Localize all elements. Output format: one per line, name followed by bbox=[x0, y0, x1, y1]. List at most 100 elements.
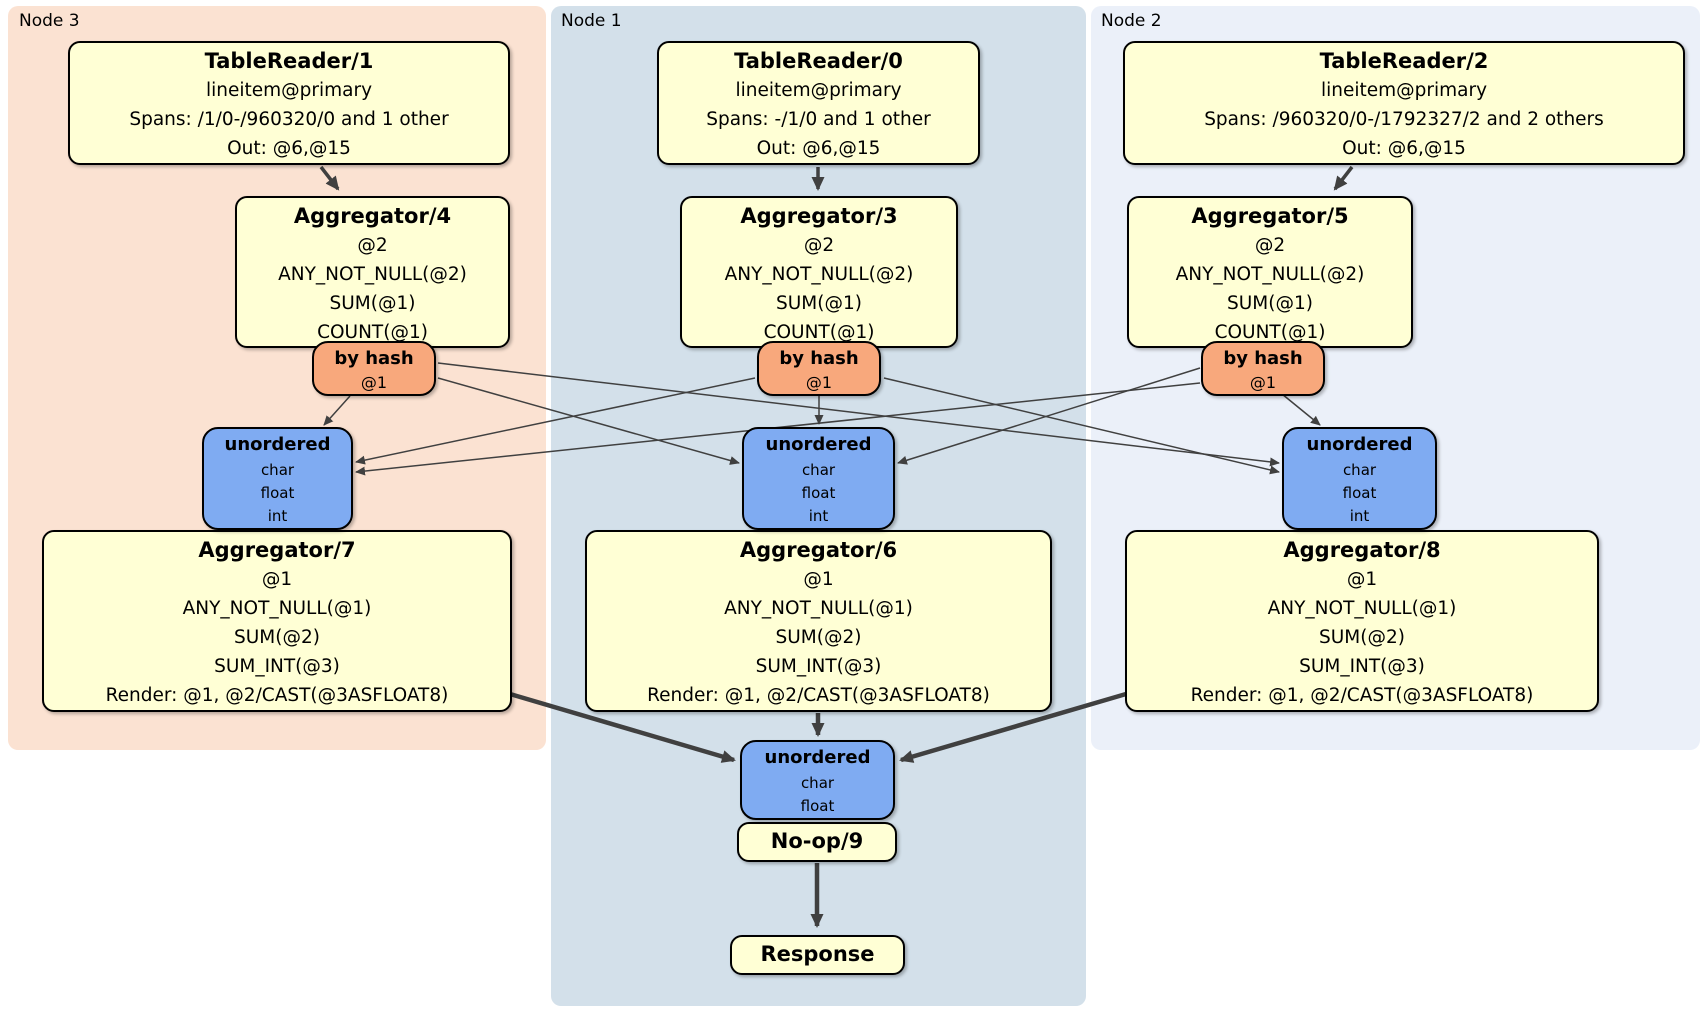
aggregator5-fn1: ANY_NOT_NULL(@2) bbox=[1175, 264, 1365, 285]
aggregator8-group: @1 bbox=[1346, 569, 1378, 590]
unordered-node1-title: unordered bbox=[765, 434, 872, 455]
byhash-router-node3: by hash @1 bbox=[312, 341, 436, 396]
unordered-final-type1: char bbox=[800, 774, 835, 792]
aggregator6-group: @1 bbox=[803, 569, 834, 590]
unordered-node1-type3: int bbox=[808, 507, 829, 525]
tablereader2-title: TableReader/2 bbox=[1319, 49, 1489, 73]
unordered-sync-node1: unordered char float int bbox=[742, 427, 895, 530]
aggregator4-box: Aggregator/4 @2 ANY_NOT_NULL(@2) SUM(@1)… bbox=[235, 196, 510, 348]
tablereader1-spans: Spans: /1/0-/960320/0 and 1 other bbox=[129, 109, 449, 130]
tablereader2-spans: Spans: /960320/0-/1792327/2 and 2 others bbox=[1204, 109, 1604, 130]
aggregator3-title: Aggregator/3 bbox=[740, 204, 898, 228]
unordered-node3-title: unordered bbox=[224, 434, 331, 455]
edge-byhash-node2-unordered-node2 bbox=[1281, 393, 1321, 426]
aggregator7-group: @1 bbox=[261, 569, 293, 590]
aggregator6-fn2: SUM(@2) bbox=[775, 627, 862, 648]
byhash-node3-key: @1 bbox=[360, 373, 388, 392]
edge-byhash-node1-unordered-node2 bbox=[883, 377, 1280, 475]
tablereader1-box: TableReader/1 lineitem@primary Spans: /1… bbox=[68, 41, 510, 165]
aggregator4-fn3: COUNT(@1) bbox=[317, 322, 428, 343]
unordered-final-type2: float bbox=[800, 797, 835, 815]
unordered-node1-type2: float bbox=[801, 484, 836, 502]
unordered-node2-title: unordered bbox=[1306, 434, 1413, 455]
noop-box: No-op/9 bbox=[737, 822, 897, 862]
tablereader1-out: Out: @6,@15 bbox=[227, 138, 351, 159]
edge-tablereader1-aggregator4 bbox=[319, 165, 340, 191]
aggregator8-fn3: SUM_INT(@3) bbox=[1299, 656, 1425, 677]
edge-tablereader2-aggregator5 bbox=[1333, 165, 1354, 191]
byhash-node1-title: by hash bbox=[779, 348, 859, 369]
aggregator6-title: Aggregator/6 bbox=[739, 538, 898, 562]
unordered-node3-type3: int bbox=[267, 507, 288, 525]
aggregator4-fn1: ANY_NOT_NULL(@2) bbox=[278, 264, 467, 285]
edge-aggregator8-final-unordered bbox=[899, 691, 1127, 763]
tablereader0-out: Out: @6,@15 bbox=[756, 138, 881, 159]
aggregator8-render: Render: @1, @2/CAST(@3ASFLOAT8) bbox=[1190, 685, 1534, 706]
aggregator6-box: Aggregator/6 @1 ANY_NOT_NULL(@1) SUM(@2)… bbox=[585, 530, 1052, 712]
unordered-final-title: unordered bbox=[764, 747, 871, 768]
byhash-node1-key: @1 bbox=[805, 373, 833, 392]
aggregator5-group: @2 bbox=[1254, 235, 1286, 256]
unordered-node1-type1: char bbox=[801, 461, 836, 479]
byhash-node2-key: @1 bbox=[1249, 373, 1277, 392]
aggregator8-fn1: ANY_NOT_NULL(@1) bbox=[1267, 598, 1457, 619]
aggregator5-fn3: COUNT(@1) bbox=[1214, 322, 1326, 343]
tablereader0-index: lineitem@primary bbox=[735, 80, 902, 101]
tablereader1-index: lineitem@primary bbox=[205, 80, 373, 101]
aggregator8-fn2: SUM(@2) bbox=[1319, 627, 1405, 648]
aggregator4-group: @2 bbox=[357, 235, 388, 256]
tablereader0-spans: Spans: -/1/0 and 1 other bbox=[706, 109, 931, 130]
tablereader0-box: TableReader/0 lineitem@primary Spans: -/… bbox=[657, 41, 980, 165]
aggregator3-fn1: ANY_NOT_NULL(@2) bbox=[724, 264, 914, 285]
unordered-sync-node2: unordered char float int bbox=[1282, 427, 1437, 530]
tablereader0-title: TableReader/0 bbox=[734, 49, 903, 73]
tablereader1-title: TableReader/1 bbox=[204, 49, 374, 73]
aggregator7-fn3: SUM_INT(@3) bbox=[214, 656, 340, 677]
aggregator6-fn1: ANY_NOT_NULL(@1) bbox=[724, 598, 913, 619]
edge-byhash-node2-unordered-node1 bbox=[897, 367, 1201, 465]
aggregator5-box: Aggregator/5 @2 ANY_NOT_NULL(@2) SUM(@1)… bbox=[1127, 196, 1413, 348]
aggregator5-fn2: SUM(@1) bbox=[1227, 293, 1313, 314]
unordered-node3-type2: float bbox=[260, 484, 295, 502]
aggregator7-box: Aggregator/7 @1 ANY_NOT_NULL(@1) SUM(@2)… bbox=[42, 530, 512, 712]
response-box: Response bbox=[730, 935, 905, 975]
unordered-node2-type1: char bbox=[1342, 461, 1377, 479]
unordered-node2-type2: float bbox=[1342, 484, 1377, 502]
edge-byhash-node1-unordered-node3 bbox=[355, 377, 756, 465]
response-title: Response bbox=[760, 942, 875, 966]
edge-byhash-node3-unordered-node3 bbox=[323, 395, 351, 426]
edge-aggregator7-final-unordered bbox=[509, 691, 736, 763]
aggregator7-fn1: ANY_NOT_NULL(@1) bbox=[182, 598, 372, 619]
aggregator8-title: Aggregator/8 bbox=[1283, 538, 1441, 562]
aggregator4-title: Aggregator/4 bbox=[293, 204, 452, 228]
unordered-sync-final: unordered char float bbox=[740, 740, 895, 820]
unordered-node3-type1: char bbox=[260, 461, 295, 479]
aggregator5-title: Aggregator/5 bbox=[1191, 204, 1349, 228]
noop-title: No-op/9 bbox=[770, 829, 864, 853]
aggregator3-group: @2 bbox=[803, 235, 835, 256]
aggregator6-fn3: SUM_INT(@3) bbox=[755, 656, 882, 677]
tablereader2-box: TableReader/2 lineitem@primary Spans: /9… bbox=[1123, 41, 1685, 165]
aggregator3-box: Aggregator/3 @2 ANY_NOT_NULL(@2) SUM(@1)… bbox=[680, 196, 958, 348]
byhash-node3-title: by hash bbox=[334, 348, 414, 369]
byhash-router-node2: by hash @1 bbox=[1201, 341, 1325, 396]
edge-byhash-node3-unordered-node1 bbox=[437, 377, 740, 465]
unordered-node2-type3: int bbox=[1349, 507, 1370, 525]
aggregator3-fn2: SUM(@1) bbox=[776, 293, 862, 314]
node3-label: Node 3 bbox=[19, 11, 80, 31]
aggregator7-fn2: SUM(@2) bbox=[234, 627, 320, 648]
aggregator7-title: Aggregator/7 bbox=[198, 538, 356, 562]
aggregator6-render: Render: @1, @2/CAST(@3ASFLOAT8) bbox=[647, 685, 990, 706]
tablereader2-out: Out: @6,@15 bbox=[1342, 138, 1466, 159]
byhash-node2-title: by hash bbox=[1223, 348, 1303, 369]
aggregator3-fn3: COUNT(@1) bbox=[763, 322, 875, 343]
node2-label: Node 2 bbox=[1101, 11, 1162, 31]
unordered-sync-node3: unordered char float int bbox=[202, 427, 353, 530]
aggregator8-box: Aggregator/8 @1 ANY_NOT_NULL(@1) SUM(@2)… bbox=[1125, 530, 1599, 712]
edge-byhash-node3-unordered-node2 bbox=[437, 362, 1280, 467]
node1-label: Node 1 bbox=[561, 11, 622, 31]
tablereader2-index: lineitem@primary bbox=[1320, 80, 1488, 101]
aggregator7-render: Render: @1, @2/CAST(@3ASFLOAT8) bbox=[105, 685, 449, 706]
byhash-router-node1: by hash @1 bbox=[757, 341, 881, 396]
